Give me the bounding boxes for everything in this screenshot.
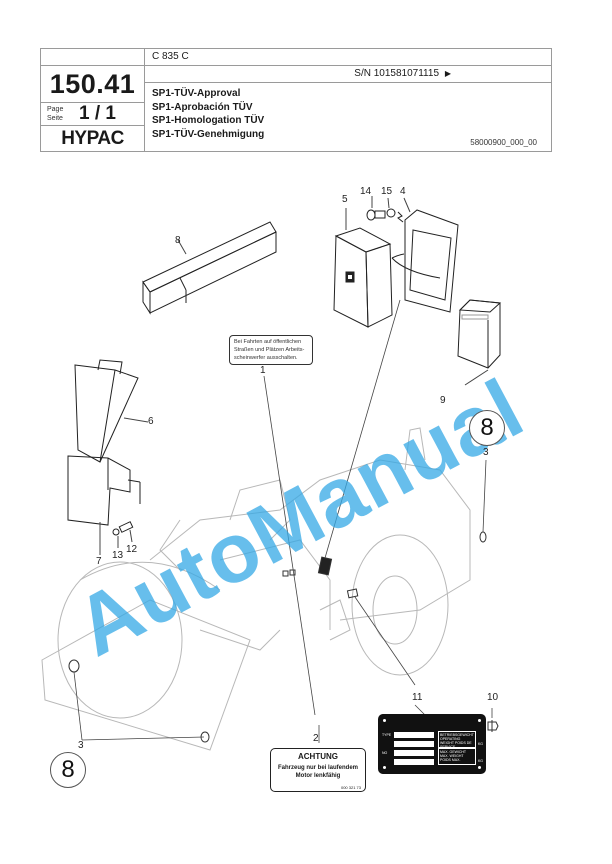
plate-field: [394, 741, 434, 747]
header-left-column: 150.41 Page Seite 1 / 1 HYPAC: [41, 49, 145, 151]
reference-circle-8-right: 8: [469, 410, 505, 446]
callout-14: 14: [360, 186, 372, 197]
header-spacer: [41, 49, 144, 66]
title-es: SP1-Aprobación TÜV: [152, 101, 253, 113]
roller-machine-outline: [41, 427, 471, 751]
reference-circle-8-left: 8: [50, 752, 86, 788]
arrow-right-icon: ▶: [444, 69, 451, 78]
first-aid-kit-part: [333, 227, 393, 328]
work-light-warning-sign: Bei Fahrten auf öffentlichen Straßen und…: [229, 335, 313, 365]
model-name: C 835 C: [145, 49, 551, 66]
plate-max-weight: MAX. GEWICHT MAX. WEIGHT POIDS MAX.: [438, 748, 476, 765]
achtung-body: Fahrzeug nur bei laufendem Motor lenkfäh…: [277, 765, 358, 779]
callout-10: 10: [487, 692, 499, 703]
achtung-title: ACHTUNG: [298, 752, 338, 761]
callout-5: 5: [342, 194, 348, 205]
callout-15: 15: [381, 186, 393, 197]
callout-13: 13: [112, 550, 124, 561]
rivet-part: [487, 720, 499, 732]
bucket-bracket-part: [67, 455, 141, 526]
bucket-part: [74, 359, 139, 463]
first-aid-bracket-part: [391, 209, 459, 313]
page-titles: SP1-TÜV-Approval SP1-Aprobación TÜV SP1-…: [152, 87, 264, 141]
plate-rivet: [383, 719, 386, 722]
leader-lines: [73, 299, 493, 743]
page-number: 150.41: [41, 66, 144, 103]
plate-kg-label: KG: [477, 759, 483, 763]
callout-1: 1: [260, 365, 266, 376]
plate-field: [394, 750, 434, 756]
page-label-de: Seite: [47, 115, 63, 122]
callout-12: 12: [126, 544, 138, 555]
plate-rivet: [383, 766, 386, 769]
plate-kg-label: KG: [477, 742, 483, 746]
plate-type-label: TYPE: [382, 733, 392, 737]
serial-row: S/N 101581071115 ▶: [145, 66, 551, 83]
achtung-code: 000 321 73: [340, 785, 361, 790]
exploded-parts-diagram: AutoManual 8 5 14 15 4 1 6 7 12 13 9 3 3…: [0, 160, 612, 864]
parts-page-header: 150.41 Page Seite 1 / 1 HYPAC C 835 C S/…: [40, 48, 552, 152]
brand-logo: HYPAC: [61, 128, 124, 149]
callout-7: 7: [96, 556, 102, 567]
wedge-bar-part: [142, 221, 277, 315]
beacon-light-part: [457, 299, 502, 369]
achtung-sign: ACHTUNG Fahrzeug nur bei laufendem Motor…: [270, 748, 366, 792]
callout-4: 4: [400, 186, 406, 197]
type-plate: TYPE NO BETRIEBSGEWICHT OPERATING WEIGHT…: [378, 714, 486, 774]
plate-field: [394, 759, 434, 765]
document-code: 58000900_000_00: [470, 138, 537, 147]
page-count: 1 / 1: [79, 103, 116, 124]
plate-operating-weight: BETRIEBSGEWICHT OPERATING WEIGHT POIDS D…: [438, 731, 476, 749]
title-en: SP1-TÜV-Approval: [152, 88, 241, 99]
plate-no-label: NO: [382, 751, 388, 755]
callout-8: 9: [440, 395, 446, 406]
plate-field: [394, 732, 434, 738]
diagram-drawing: [41, 196, 502, 751]
callout-2: 2: [313, 733, 319, 744]
bolt-washer-part: [366, 208, 404, 223]
serial-number: S/N 101581071115: [354, 68, 439, 79]
page-label-en: Page: [47, 106, 64, 113]
callout-6: 6: [148, 416, 154, 427]
page-indicator: Page Seite 1 / 1: [41, 103, 144, 126]
plate-rivet: [478, 766, 481, 769]
title-fr: SP1-Homologation TÜV: [152, 115, 265, 126]
callout-9: 8: [175, 235, 181, 246]
callout-3-left: 3: [78, 740, 84, 751]
title-de: SP1-TÜV-Genehmigung: [152, 128, 265, 140]
plate-rivet: [478, 719, 481, 722]
callout-3-right: 3: [483, 447, 489, 458]
callout-11: 11: [412, 692, 423, 703]
page-labels: Page Seite: [47, 105, 63, 123]
